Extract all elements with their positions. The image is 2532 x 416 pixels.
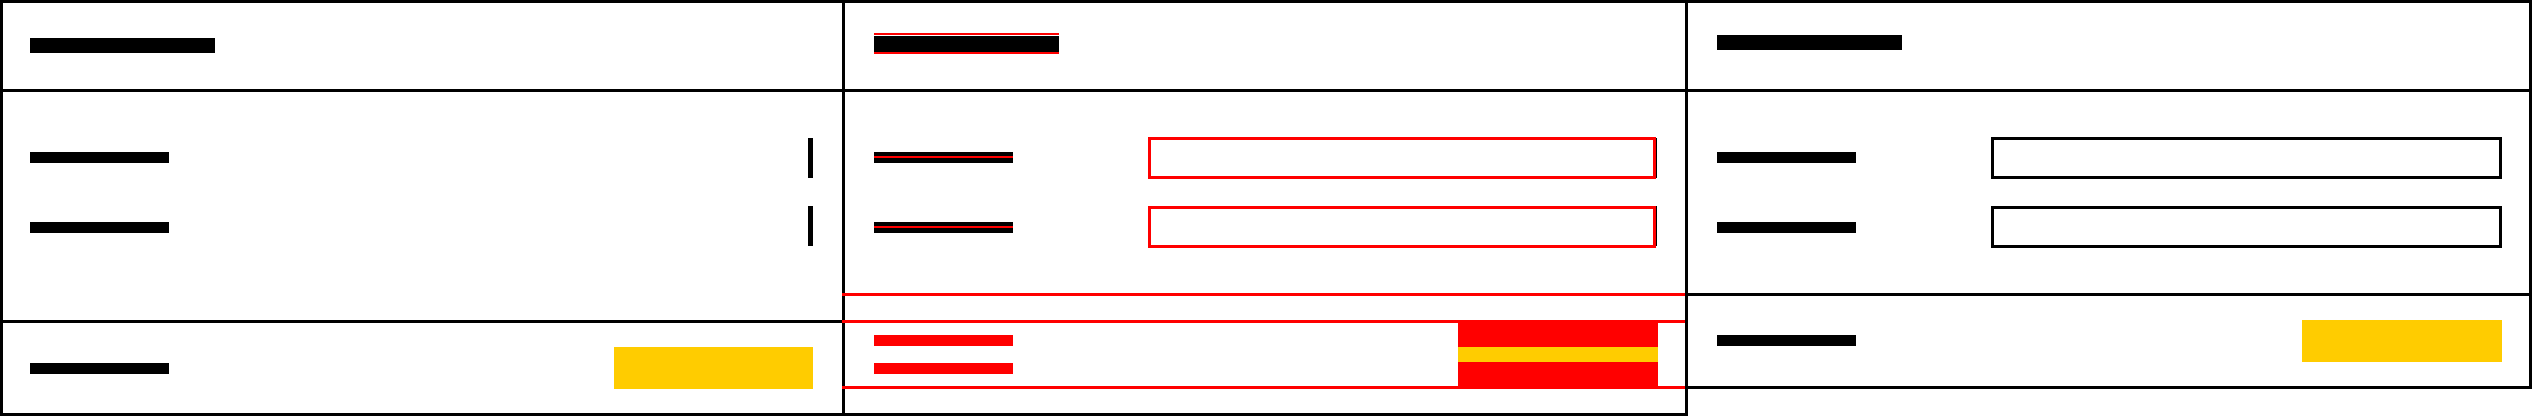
- panel-right-footer-divider: [1685, 293, 2532, 296]
- panel-right-label-2-placeholder: [1717, 222, 1856, 233]
- panel-right-footer-label-placeholder: [1717, 335, 1856, 346]
- panel-middle-label-2-diff: [874, 226, 1013, 228]
- panel-middle-header-divider: [842, 89, 1688, 92]
- panel-middle-label-1-diff: [874, 156, 1013, 158]
- panel-left: [0, 0, 845, 416]
- panel-middle-footer-diff-bottom: [842, 386, 1688, 389]
- panel-left-label-1-placeholder: [30, 152, 169, 163]
- panel-middle-title-diff-bottom: [874, 52, 1059, 54]
- panel-right-label-1-placeholder: [1717, 152, 1856, 163]
- panel-right-input-1[interactable]: [1991, 137, 2502, 179]
- panel-middle-input-1-diff: [1148, 137, 1656, 179]
- panel-left-header-divider: [0, 89, 845, 92]
- panel-left-cursor-1: [808, 138, 813, 178]
- panel-middle-input-2-diff: [1148, 206, 1656, 248]
- panel-left-cursor-2: [808, 206, 813, 246]
- panel-middle-footer-diff-mid: [842, 320, 1688, 323]
- panel-middle-action-button-overlap: [1458, 347, 1658, 362]
- panel-right-action-button[interactable]: [2302, 320, 2502, 362]
- panel-middle-title-diff-top: [874, 33, 1059, 35]
- panel-left-footer-divider: [0, 320, 845, 323]
- panel-left-footer-label-placeholder: [30, 363, 169, 374]
- panel-right-header-divider: [1685, 89, 2532, 92]
- panel-right-title-placeholder: [1717, 35, 1902, 50]
- panel-middle-footer-diff-top: [842, 293, 1688, 296]
- panel-right-input-2[interactable]: [1991, 206, 2502, 248]
- panel-middle-title-placeholder: [874, 36, 1059, 52]
- panel-left-label-2-placeholder: [30, 222, 169, 233]
- panel-middle-footer-label-diff-2: [874, 363, 1013, 374]
- panel-left-title-placeholder: [30, 38, 215, 53]
- panel-middle-footer-label-diff-1: [874, 335, 1013, 346]
- panel-left-action-button[interactable]: [614, 347, 813, 389]
